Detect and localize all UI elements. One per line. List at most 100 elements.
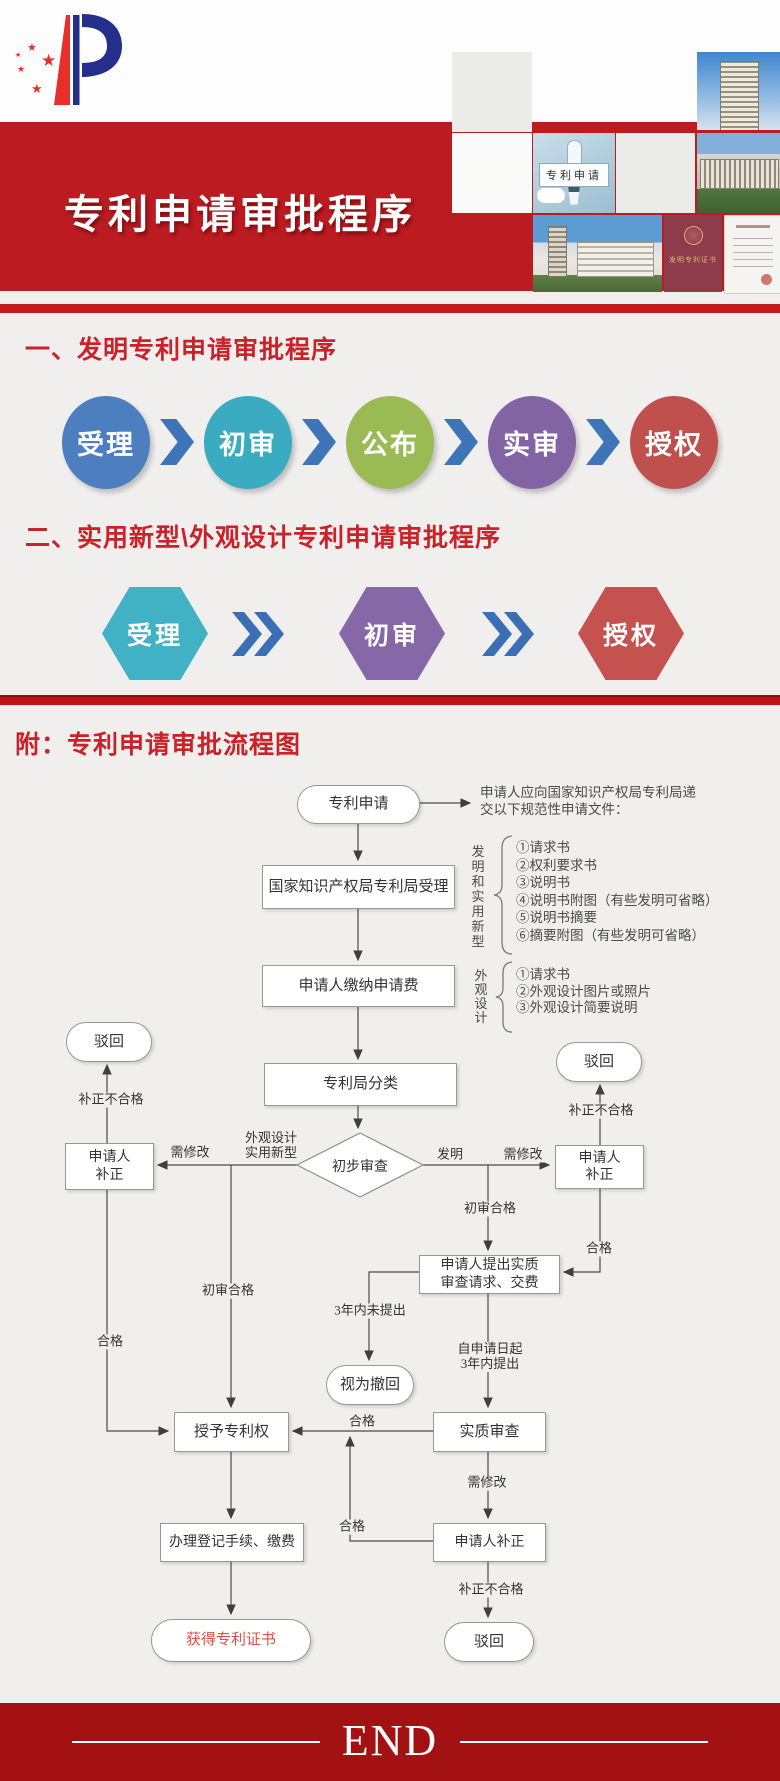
page-title: 专利申请审批程序 <box>64 193 416 237</box>
decision-diamond <box>295 1132 425 1198</box>
list-item: ⑤说明书摘要 <box>516 910 597 926</box>
list-item: ④说明书附图（有些发明可省略） <box>516 892 719 908</box>
building-icon <box>548 225 568 278</box>
end-label: END <box>341 1716 439 1765</box>
node-obtain-certificate: 获得专利证书 <box>151 1619 311 1662</box>
star-icon: ★ <box>31 81 43 96</box>
building-icon <box>720 61 759 130</box>
certificate-title-line <box>736 225 770 229</box>
node-cnipa-acceptance: 国家知识产权局专利局受理 <box>262 865 455 909</box>
certificate-text-lines <box>732 236 774 267</box>
node-deemed-withdrawn: 视为撤回 <box>326 1365 414 1405</box>
step-substantive-exam: 实审 <box>488 395 576 489</box>
note-required-documents-intro: 申请人应向国家知识产权局专利局递 交以下规范性申请文件： <box>480 785 696 817</box>
note-group-invention-utility-label: 发明和实用新型 <box>471 844 485 949</box>
edge-label-needs-amendment: 需修改 <box>168 1144 212 1161</box>
list-item: ③外观设计简要说明 <box>516 1000 638 1015</box>
list-item: ①请求书 <box>516 840 570 855</box>
cloud-icon <box>537 188 566 204</box>
edge-label-qualified: 合格 <box>346 1413 378 1430</box>
utility-design-process-steps: 受理 初审 授权 <box>0 587 780 680</box>
edge-label-qualified: 合格 <box>583 1240 615 1257</box>
note-group-invention-utility-items: ①请求书 ②权利要求书 ③说明书 ④说明书附图（有些发明可省略） ⑤说明书摘要 … <box>516 839 719 945</box>
patent-application-label: 专利申请 <box>538 163 610 188</box>
step-accept: 受理 <box>102 587 208 680</box>
arrow-right-icon <box>160 419 194 465</box>
node-patent-office-classification: 专利局分类 <box>264 1063 457 1106</box>
section3-title: 附：专利申请审批流程图 <box>15 731 302 759</box>
node-registration-and-fee: 办理登记手续、缴费 <box>160 1523 304 1562</box>
list-item: ①请求书 <box>516 967 570 982</box>
top-strip: ★ ★ ★ ★ ★ <box>0 0 780 123</box>
edge-label-prelim-passed: 初审合格 <box>199 1282 257 1299</box>
seal-icon <box>761 274 773 286</box>
star-icon: ★ <box>27 42 37 54</box>
photo-building-tower <box>697 52 780 130</box>
section2-title: 二、实用新型\外观设计专利申请审批程序 <box>25 524 501 552</box>
patent-approval-flowchart: 专利申请 国家知识产权局专利局受理 申请人缴纳申请费 专利局分类 初步审查 驳回… <box>0 770 780 1700</box>
node-pay-application-fee: 申请人缴纳申请费 <box>262 965 455 1007</box>
certificate-label: 发明专利证书 <box>669 257 717 265</box>
decor-tile-gray <box>452 52 532 132</box>
note-group-design-items: ①请求书 ②外观设计图片或照片 ③外观设计简要说明 <box>516 967 651 1017</box>
list-item: ⑥摘要附图（有些发明可省略） <box>516 927 705 943</box>
double-arrow-right-icon <box>482 612 534 656</box>
star-icon: ★ <box>41 51 56 70</box>
end-rule-right <box>460 1741 708 1743</box>
double-arrow-right-icon <box>232 612 284 656</box>
edge-label-needs-amendment: 需修改 <box>501 1146 545 1163</box>
edge-label-qualified: 合格 <box>336 1518 368 1535</box>
node-request-substantive-exam: 申请人提出实质 审查请求、交费 <box>419 1255 560 1294</box>
arrow-right-icon <box>586 419 620 465</box>
node-substantive-examination: 实质审查 <box>433 1412 546 1452</box>
node-applicant-correction-right: 申请人 补正 <box>555 1145 644 1189</box>
arrow-right-icon <box>444 419 478 465</box>
step-grant: 授权 <box>630 395 718 489</box>
photo-building-campus <box>697 133 780 213</box>
emblem-icon <box>684 226 703 245</box>
step-preliminary-exam: 初审 <box>204 395 292 489</box>
step-accept: 受理 <box>62 395 150 489</box>
photo-building-wide <box>533 215 662 292</box>
node-grant-patent-right: 授予专利权 <box>174 1412 289 1452</box>
list-item: ②外观设计图片或照片 <box>516 983 651 999</box>
edge-label-correction-failed: 补正不合格 <box>76 1091 146 1108</box>
node-applicant-correction-left: 申请人 补正 <box>65 1143 154 1190</box>
end-banner: END <box>0 1703 780 1781</box>
note-group-design-label: 外观设计 <box>474 968 488 1025</box>
rocket-flame-icon <box>567 182 581 205</box>
step-publication: 公布 <box>346 395 434 489</box>
invention-process-steps: 受理 初审 公布 实审 授权 <box>0 392 780 492</box>
building-icon <box>576 241 654 278</box>
star-icon: ★ <box>17 64 25 74</box>
red-divider <box>0 695 780 705</box>
end-rule-left <box>72 1741 320 1743</box>
step-preliminary-exam: 初审 <box>339 587 445 680</box>
photo-certificate-red: 发明专利证书 <box>664 215 722 292</box>
edge-label-needs-amendment: 需修改 <box>465 1474 509 1491</box>
edge-label-correction-failed: 补正不合格 <box>566 1102 636 1119</box>
red-divider <box>0 304 780 313</box>
edge-label-design-utility: 外观设计 实用新型 <box>242 1130 300 1161</box>
photo-certificate-white <box>724 215 780 294</box>
node-reject-right: 驳回 <box>556 1042 642 1082</box>
arrow-right-icon <box>302 419 336 465</box>
star-icon: ★ <box>15 51 21 59</box>
node-patent-application: 专利申请 <box>297 785 420 824</box>
flowchart-connectors <box>102 798 605 1619</box>
node-preliminary-examination: 初步审查 <box>332 1160 388 1175</box>
building-icon <box>700 158 779 190</box>
photo-patent-application: 专利申请 <box>533 133 615 213</box>
list-item: ②权利要求书 <box>516 857 597 873</box>
edge-label-not-filed-in-3-years: 3年内未提出 <box>332 1302 408 1319</box>
list-item: ③说明书 <box>516 875 570 891</box>
decor-tile-white <box>452 133 532 213</box>
node-reject-bottom: 驳回 <box>444 1622 534 1662</box>
edge-label-qualified: 合格 <box>94 1333 126 1350</box>
edge-label-prelim-passed: 初审合格 <box>461 1200 519 1217</box>
step-grant: 授权 <box>578 587 684 680</box>
decor-tile-gray <box>616 133 695 213</box>
edge-label-correction-failed: 补正不合格 <box>456 1581 526 1598</box>
cnipa-logo-icon: ★ ★ ★ ★ ★ <box>15 14 122 105</box>
